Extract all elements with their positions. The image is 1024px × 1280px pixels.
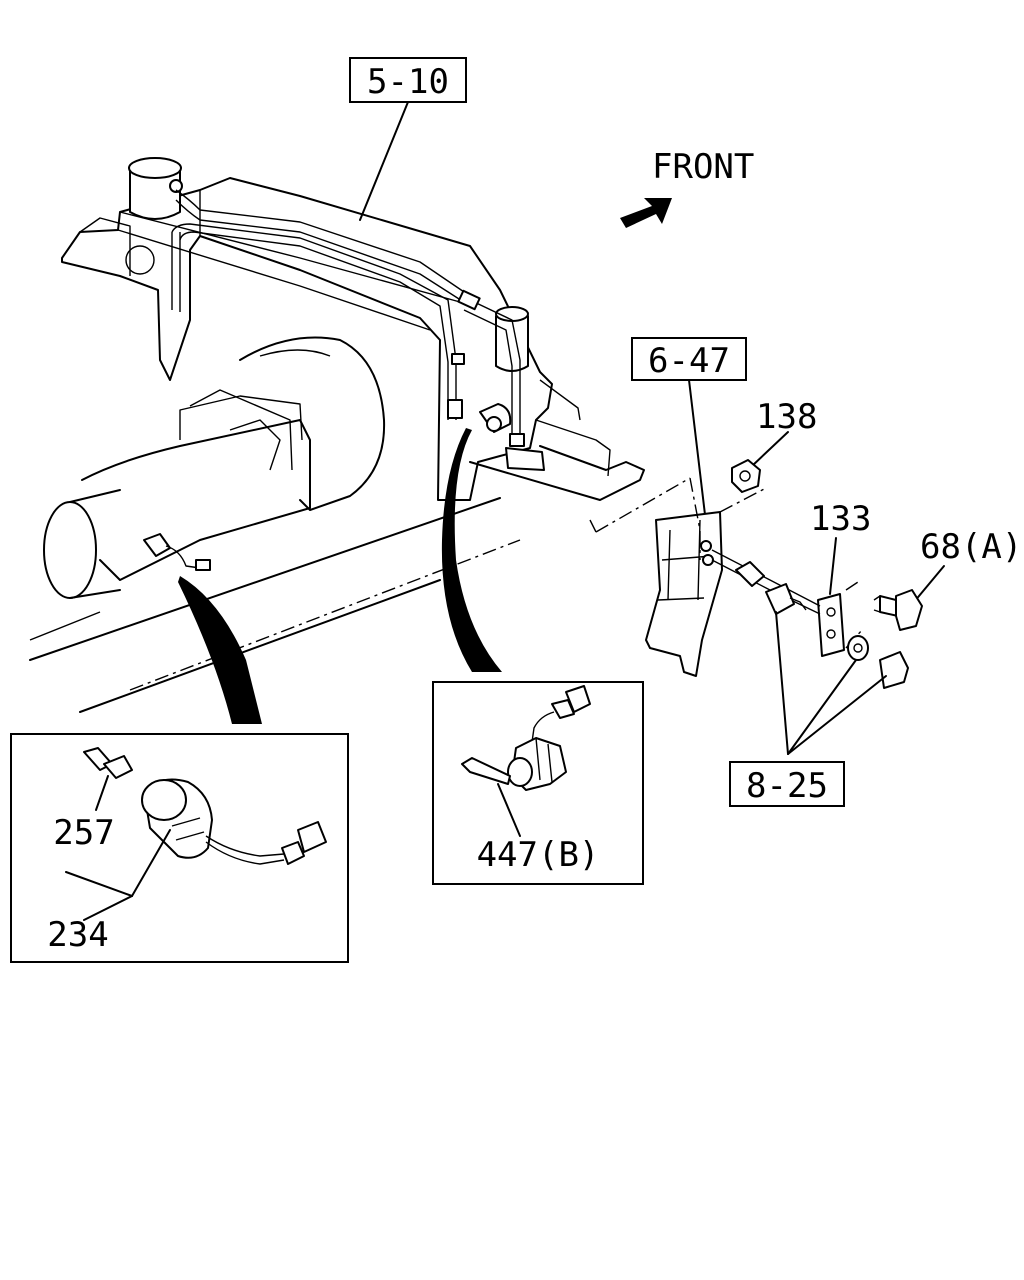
part-138-label: 138 <box>756 397 817 437</box>
part-138: 138 <box>731 397 817 493</box>
part-68a: 68(A) <box>873 527 1022 631</box>
callout-pointer-middle <box>441 428 502 672</box>
part-234-label: 234 <box>47 915 108 955</box>
detail-panel-257-234: 257 234 <box>10 733 349 963</box>
ref-5-10-label: 5-10 <box>367 62 449 102</box>
detail-panel-447b: 447(B) <box>432 681 644 885</box>
front-label: FRONT <box>652 147 754 187</box>
transmission-assembly <box>29 336 521 713</box>
ref-8-25-label: 8-25 <box>746 766 828 806</box>
part-133: 133 <box>711 499 871 657</box>
ref-6-47-label: 6-47 <box>648 341 730 381</box>
ref-5-10: 5-10 <box>349 57 467 221</box>
front-indicator: FRONT <box>620 147 754 228</box>
part-257-label: 257 <box>53 813 114 853</box>
part-447b-label: 447(B) <box>477 835 600 875</box>
callout-pointer-left <box>178 576 262 724</box>
ref-8-25: 8-25 <box>729 611 909 807</box>
part-133-label: 133 <box>810 499 871 539</box>
ref-6-47: 6-47 <box>631 337 747 541</box>
front-arrow-icon <box>620 198 672 228</box>
part-68a-label: 68(A) <box>920 527 1022 567</box>
mounting-bracket <box>645 477 767 677</box>
chassis-frame-assembly <box>61 157 691 533</box>
